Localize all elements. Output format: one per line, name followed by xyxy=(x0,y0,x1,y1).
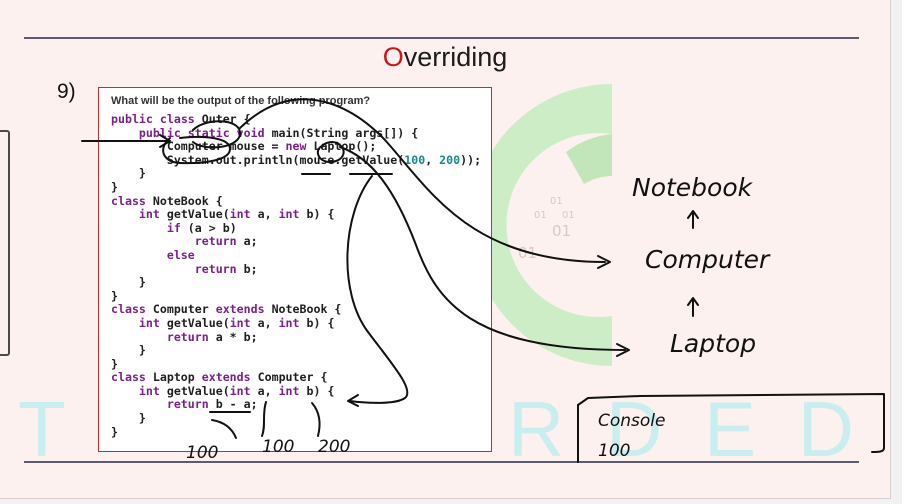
hierarchy-computer: Computer xyxy=(645,245,771,274)
code-line: Computer mouse = new Laptop(); xyxy=(166,139,377,154)
code-line: if (a > b) xyxy=(166,220,237,235)
logo-digit: 01 xyxy=(552,222,571,240)
code-line: int getValue(int a, int b) { xyxy=(138,207,335,222)
code-line: class NoteBook { xyxy=(111,193,223,208)
title-first-letter: O xyxy=(382,42,404,72)
side-panel-tab[interactable] xyxy=(0,130,10,356)
code-line: int getValue(int a, int b) { xyxy=(138,383,335,398)
code-line: class Computer extends NoteBook { xyxy=(111,302,342,317)
title-rest: verriding xyxy=(403,42,508,72)
code-line: } xyxy=(111,179,118,194)
code-line: class Laptop extends Computer { xyxy=(111,370,328,385)
code-line: int getValue(int a, int b) { xyxy=(138,315,335,330)
code-line: return b - a; xyxy=(166,397,258,412)
logo-digit: 01 xyxy=(550,196,563,207)
question-number: 9) xyxy=(57,80,76,103)
up-arrow-head xyxy=(687,210,699,219)
question-text: What will be the output of the following… xyxy=(111,95,371,107)
code-line: } xyxy=(111,411,146,426)
watermark-letter-left: T xyxy=(18,385,76,473)
code-block: public class Outer { public static void … xyxy=(111,112,482,439)
logo-digit: 01 xyxy=(562,210,575,221)
code-box: What will be the output of the following… xyxy=(98,87,492,452)
code-line: public class Outer { xyxy=(111,112,251,126)
code-line: else xyxy=(166,247,195,262)
code-line: } xyxy=(111,275,146,290)
code-line: } xyxy=(111,356,118,371)
code-line: return b; xyxy=(194,261,258,276)
up-arrow-head xyxy=(687,297,699,306)
code-line: } xyxy=(111,166,146,181)
logo-digit: 01 xyxy=(518,244,537,262)
code-line: return a; xyxy=(194,234,258,249)
top-rule xyxy=(24,37,859,39)
code-line: } xyxy=(111,424,118,439)
slide-canvas: Overriding 01 01 01 01 01 T R D E D 9) W… xyxy=(0,0,891,499)
hierarchy-laptop: Laptop xyxy=(670,329,756,358)
code-line: } xyxy=(111,288,118,303)
code-line: } xyxy=(111,343,146,358)
slide-title: Overriding xyxy=(0,42,890,73)
code-line: System.out.println(mouse.getValue(100, 2… xyxy=(166,152,482,167)
bottom-rule xyxy=(24,461,859,463)
logo-digit: 01 xyxy=(534,210,547,221)
code-line: return a * b; xyxy=(166,329,258,344)
code-line: public static void main(String args[]) { xyxy=(138,125,419,140)
